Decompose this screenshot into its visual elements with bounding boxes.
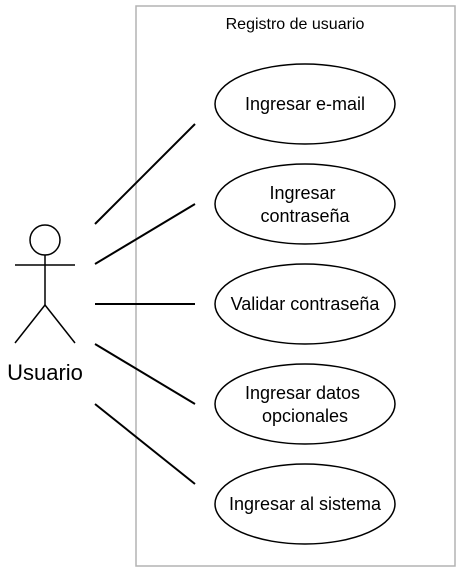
use-case-label: Ingresar contraseña: [260, 183, 350, 226]
system-title: Registro de usuario: [226, 16, 365, 33]
actor-right-leg: [44, 304, 76, 344]
associations: [94, 123, 196, 485]
use-case-ellipse: [214, 463, 396, 545]
use-case-ellipse: [214, 363, 396, 445]
use-case-label: Ingresar al sistema: [229, 494, 382, 514]
use-case-label: Ingresar e-mail: [245, 94, 365, 114]
use-case-ingresar-al-sistema[interactable]: Ingresar al sistema: [214, 463, 396, 545]
use-case-ellipse: [214, 263, 396, 345]
actor-label: Usuario: [7, 360, 83, 385]
actor-usuario[interactable]: [14, 224, 76, 344]
use-case-ingresar-contrasena[interactable]: Ingresar contraseña: [214, 163, 396, 245]
use-case-ingresar-datos-opcionales[interactable]: Ingresar datos opcionales: [214, 363, 396, 445]
use-case-label: Validar contraseña: [231, 294, 381, 314]
use-case-ingresar-email[interactable]: Ingresar e-mail: [214, 63, 396, 145]
association-line-5[interactable]: [94, 403, 196, 485]
use-case-validar-contrasena[interactable]: Validar contraseña: [214, 263, 396, 345]
use-case-ellipse: [214, 63, 396, 145]
use-case-ellipse: [214, 163, 396, 245]
association-line-4[interactable]: [94, 343, 196, 405]
use-case-label: Ingresar datos opcionales: [245, 383, 365, 426]
association-line-1[interactable]: [94, 123, 196, 225]
association-line-2[interactable]: [94, 203, 196, 265]
actor-left-leg: [14, 304, 46, 344]
actor-head: [29, 224, 61, 256]
